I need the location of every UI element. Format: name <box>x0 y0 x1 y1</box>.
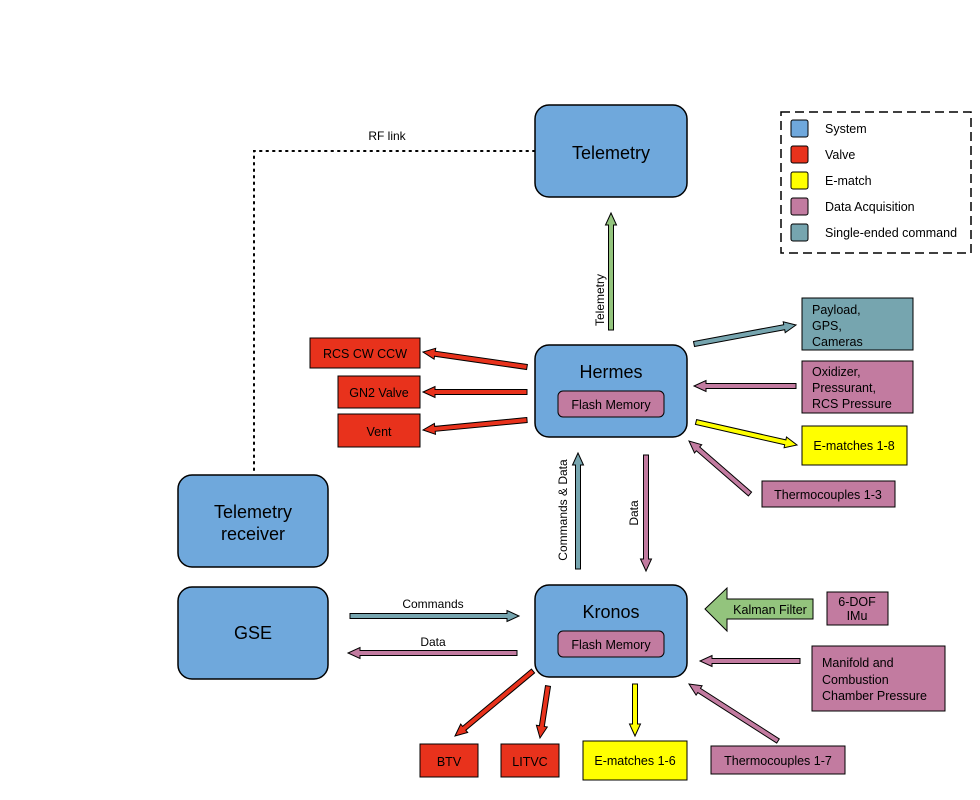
manifold-label-2: Combustion <box>822 673 889 687</box>
oxidizer-box <box>801 360 914 414</box>
arrow-kronos-to-gse <box>346 646 518 660</box>
hermes-node-label: Hermes <box>579 362 642 382</box>
legend-swatch <box>790 145 809 164</box>
arrow-thermo-to-kronos <box>687 683 780 744</box>
btv-label: BTV <box>437 755 462 769</box>
payload-label-2: GPS, <box>812 319 842 333</box>
thermo-hermes-box <box>761 480 896 508</box>
arrow-hermes-to-kronos <box>639 454 653 573</box>
rcs-valve-label: RCS CW CCW <box>323 347 407 361</box>
kronos-flash-memory <box>557 630 665 658</box>
ematches-hermes-label: E-matches 1-8 <box>813 439 894 453</box>
legend-border <box>780 111 972 254</box>
oxidizer-label-2: Pressurant, <box>812 381 876 395</box>
gse-node-label: GSE <box>234 623 272 643</box>
thermo-kronos-box <box>710 745 846 775</box>
hermes-flash-memory <box>557 390 665 418</box>
litvc-label: LITVC <box>512 755 547 769</box>
manifold-label-3: Chamber Pressure <box>822 689 927 703</box>
vent-valve-box <box>337 413 421 448</box>
commands-data-edge-label: Commands & Data <box>556 459 570 561</box>
litvc-box <box>500 743 560 778</box>
telemetry-receiver-label-2: receiver <box>221 524 285 544</box>
telemetry-node-label: Telemetry <box>572 143 650 163</box>
legend-label: E-match <box>825 174 872 188</box>
legend-swatch <box>790 171 809 190</box>
arrow-thermo-to-hermes <box>688 440 753 497</box>
oxidizer-label-1: Oxidizer, <box>812 365 861 379</box>
ematches-kronos-box <box>582 740 688 781</box>
gse-node <box>177 586 329 680</box>
legend-label: System <box>825 122 867 136</box>
commands-edge-label: Commands <box>402 597 463 611</box>
manifold-label-1: Manifold and <box>822 656 894 670</box>
arrow-kronos-to-ematches <box>628 683 642 738</box>
kalman-filter-arrow <box>704 586 814 633</box>
arrow-hermes-to-payload <box>692 321 798 348</box>
telemetry-edge-label: Telemetry <box>593 274 607 326</box>
arrow-hermes-to-ematches <box>694 419 799 449</box>
thermo-hermes-label: Thermocouples 1-3 <box>774 488 882 502</box>
legend-label: Data Acquisition <box>825 200 915 214</box>
telemetry-node <box>534 104 688 198</box>
legend-swatch <box>790 119 809 138</box>
payload-box <box>801 297 914 351</box>
vent-valve-label: Vent <box>366 425 392 439</box>
thermo-kronos-label: Thermocouples 1-7 <box>724 754 832 768</box>
rf-link-label: RF link <box>368 129 406 143</box>
legend-label: Valve <box>825 148 855 162</box>
data-back-edge-label: Data <box>420 635 446 649</box>
data-down-edge-label: Data <box>627 500 641 526</box>
ematches-kronos-label: E-matches 1-6 <box>594 754 675 768</box>
arrow-kronos-to-hermes <box>571 451 585 570</box>
gn2-valve-label: GN2 Valve <box>349 386 409 400</box>
arrow-oxidizer-to-hermes <box>692 379 797 393</box>
kalman-filter-label: Kalman Filter <box>733 603 807 617</box>
arrow-hermes-to-gn2 <box>421 385 528 399</box>
payload-label-3: Cameras <box>812 335 863 349</box>
imu-label-2: IMu <box>847 609 868 623</box>
imu-box <box>826 591 889 626</box>
imu-label-1: 6-DOF <box>838 595 876 609</box>
legend-label: Single-ended command <box>825 226 957 240</box>
connector-arrows <box>346 211 801 744</box>
payload-label-1: Payload, <box>812 303 861 317</box>
arrow-manifold-to-kronos <box>698 654 801 668</box>
arrow-kronos-to-litvc <box>535 685 552 740</box>
kronos-node-label: Kronos <box>582 602 639 622</box>
hermes-flash-memory-label: Flash Memory <box>571 398 651 412</box>
arrow-kronos-to-btv <box>454 668 536 737</box>
arrow-hermes-to-vent <box>421 416 528 436</box>
btv-box <box>419 743 479 778</box>
kronos-flash-memory-label: Flash Memory <box>571 638 651 652</box>
arrow-hermes-to-telemetry <box>604 211 618 331</box>
arrow-hermes-to-rcs <box>421 347 528 371</box>
gn2-valve-box <box>337 375 421 409</box>
rcs-valve-box <box>309 337 421 369</box>
oxidizer-label-3: RCS Pressure <box>812 397 892 411</box>
telemetry-receiver-label-1: Telemetry <box>214 502 292 522</box>
ematches-hermes-box <box>801 425 908 466</box>
arrow-gse-to-kronos <box>349 609 521 623</box>
telemetry-receiver-node <box>177 474 329 568</box>
legend-swatch <box>790 197 809 216</box>
legend-swatch <box>790 223 809 242</box>
rf-link-line <box>253 150 536 471</box>
manifold-box <box>811 645 946 712</box>
